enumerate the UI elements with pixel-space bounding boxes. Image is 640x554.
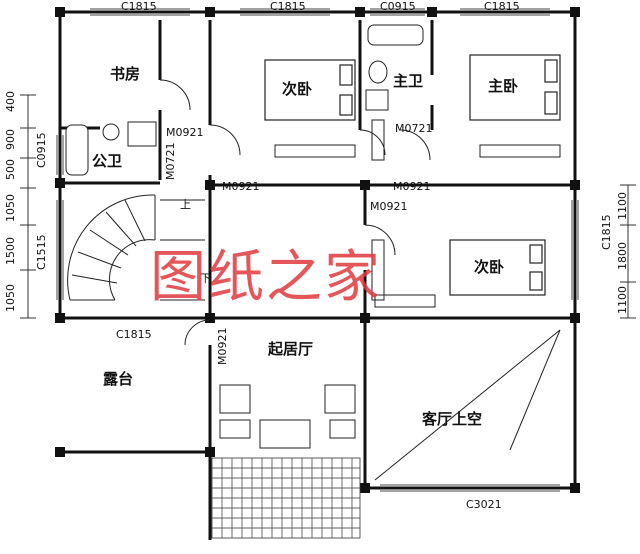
dimension-lines [20,94,636,319]
room-living-void: 客厅上空 [422,410,483,428]
window-right-upper: C1815 [600,214,613,250]
room-terrace: 露台 [103,370,134,388]
window-terrace-edge: C1815 [116,328,152,341]
dim-1050-a: 1050 [4,194,17,222]
door-bedroom-top: M0921 [222,180,260,193]
door-terrace: M0921 [216,327,229,366]
room-study: 书房 [110,65,141,83]
dim-right-1100-a: 1100 [616,192,629,220]
living-furniture [219,384,356,449]
walls [58,10,577,540]
dim-1500: 1500 [4,237,17,265]
window-top-right: C1815 [484,0,520,13]
room-living: 起居厅 [268,340,314,358]
dim-900: 900 [4,129,17,150]
spiral-stair [67,194,205,301]
room-bedroom-second-top: 次卧 [282,80,313,98]
door-bedroom-right: M0921 [370,200,408,213]
room-public-bath: 公卫 [92,152,123,170]
dim-500: 500 [4,159,17,180]
bath-fixtures [65,24,424,176]
dim-1050-b: 1050 [4,284,17,312]
window-top-left: C1815 [121,0,157,13]
columns [55,7,580,493]
wardrobes [274,119,561,308]
room-bedroom-second-right: 次卧 [474,258,505,276]
door-study: M0921 [166,126,204,139]
room-master-bedroom: 主卧 [488,77,519,95]
window-top-mid: C1815 [270,0,306,13]
watermark: 图纸之家 [150,245,382,310]
window-left-bath: C0915 [35,132,48,168]
stair-up-label: 上 [180,198,191,211]
beds [264,54,561,296]
door-master-bedroom: M0921 [393,180,431,193]
door-master-bath: M0721 [395,122,433,135]
dim-right-1100-b: 1100 [616,286,629,314]
void-lines [374,329,561,481]
door-public-bath: M0721 [164,142,177,181]
window-left-stair: C1515 [35,234,48,270]
room-master-bath: 主卫 [393,72,424,90]
paving-grid [212,458,360,538]
door-swings [159,79,431,346]
window-top-bath: C0915 [380,0,416,13]
windows [56,8,579,492]
dim-400: 400 [4,91,17,112]
window-bottom: C3021 [466,498,502,511]
stair-down-label: 下 [200,272,211,285]
dim-right-1800: 1800 [616,242,629,270]
